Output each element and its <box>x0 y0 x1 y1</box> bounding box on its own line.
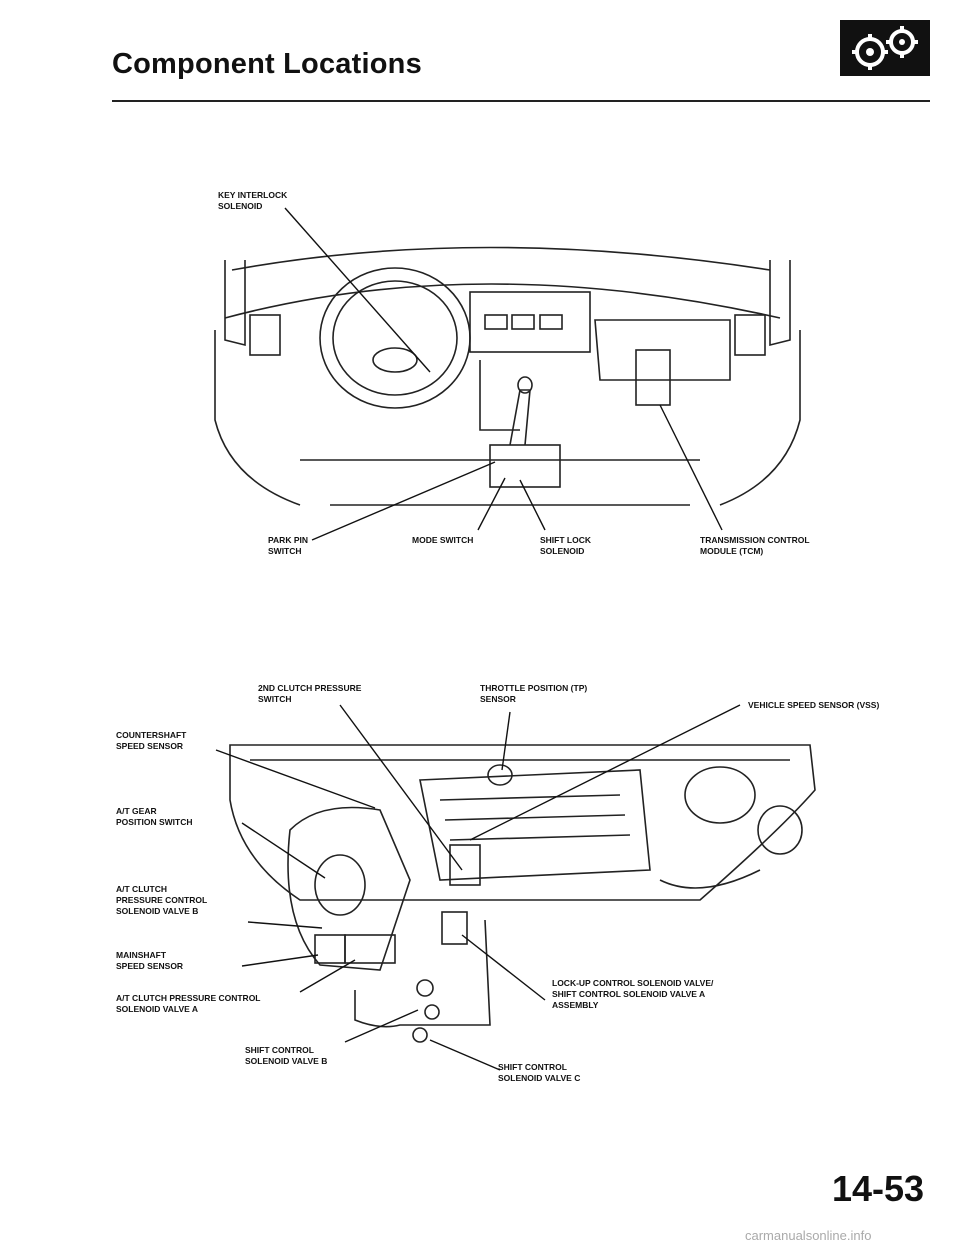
label-countershaft-speed-sensor: COUNTERSHAFT SPEED SENSOR <box>116 730 187 751</box>
page-title: Component Locations <box>112 48 422 80</box>
label-lockup-valve-assembly: LOCK-UP CONTROL SOLENOID VALVE/ SHIFT CO… <box>552 978 714 1010</box>
label-shift-valve-b: SHIFT CONTROL SOLENOID VALVE B <box>245 1045 328 1066</box>
page-number: 14-53 <box>832 1168 925 1209</box>
label-clutch-valve-b: A/T CLUTCH PRESSURE CONTROL SOLENOID VAL… <box>116 884 208 916</box>
label-tp-sensor: THROTTLE POSITION (TP) SENSOR <box>480 683 588 704</box>
label-park-pin-switch: PARK PIN SWITCH <box>268 535 308 556</box>
label-mainshaft-speed-sensor: MAINSHAFT SPEED SENSOR <box>116 950 184 971</box>
label-tcm: TRANSMISSION CONTROL MODULE (TCM) <box>700 535 810 556</box>
label-mode-switch: MODE SWITCH <box>412 535 474 545</box>
label-shift-lock-solenoid: SHIFT LOCK SOLENOID <box>540 535 591 556</box>
label-clutch-valve-a: A/T CLUTCH PRESSURE CONTROL SOLENOID VAL… <box>116 993 261 1014</box>
title-rule <box>112 100 930 102</box>
label-shift-valve-c: SHIFT CONTROL SOLENOID VALVE C <box>498 1062 581 1083</box>
label-2nd-clutch-pressure-switch: 2ND CLUTCH PRESSURE SWITCH <box>258 683 362 704</box>
label-vss: VEHICLE SPEED SENSOR (VSS) <box>748 700 880 710</box>
footer-watermark: carmanualsonline.info <box>745 1228 872 1243</box>
label-gear-position-switch: A/T GEAR POSITION SWITCH <box>116 806 193 827</box>
gear-transmission-icon <box>840 20 930 76</box>
label-key-interlock-solenoid: KEY INTERLOCK SOLENOID <box>218 190 288 211</box>
